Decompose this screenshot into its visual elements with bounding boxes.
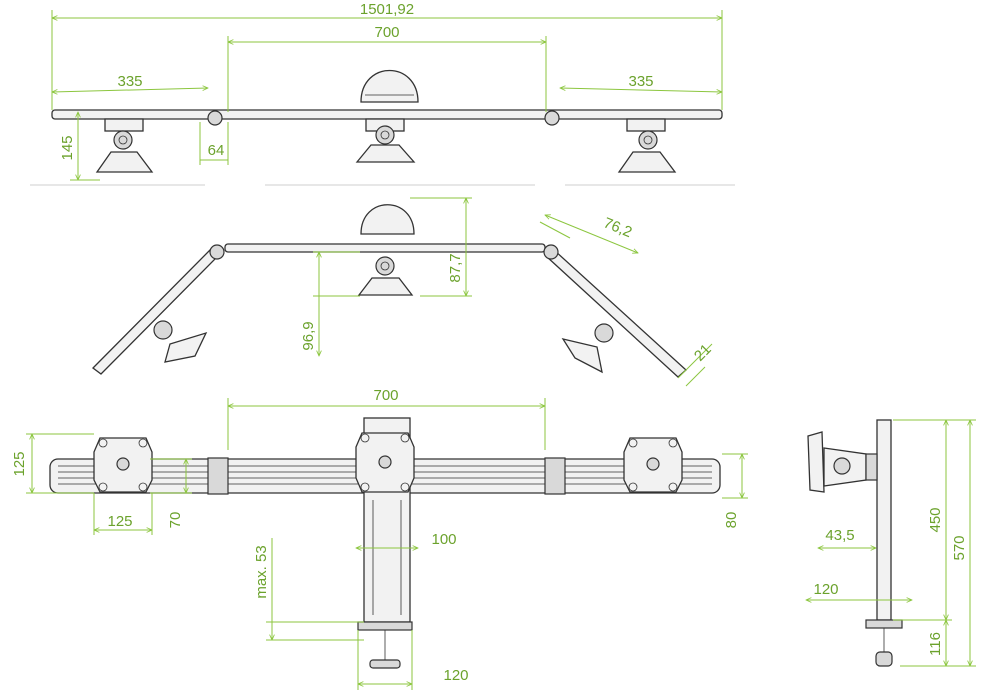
arm-left-angled [92, 249, 219, 375]
front-view: 700 125 125 70 80 100 max. 53 120 [11, 387, 748, 690]
vesa-plate-left [93, 437, 153, 493]
dim-side-total-height: 570 [951, 535, 968, 560]
dim-front-plate-height: 125 [11, 451, 28, 476]
dim-right-span: 335 [628, 73, 653, 90]
joint-right [544, 110, 560, 126]
dim-front-plate-width: 125 [107, 513, 132, 530]
dim-total-width: 1501,92 [360, 1, 414, 18]
dim-center-span: 700 [374, 24, 399, 41]
dim-front-clamp-max: max. 53 [253, 545, 270, 598]
joint-left [207, 110, 223, 126]
mount-head-right [617, 118, 677, 173]
dim-side-clamp-height: 116 [927, 632, 944, 656]
dim-front-clamp-width: 120 [443, 667, 468, 684]
dim-joint: 64 [208, 142, 225, 159]
vesa-plate-right [623, 437, 683, 493]
dim-front-bar-80: 80 [723, 512, 740, 529]
arm-right-angled [544, 249, 687, 378]
dim-top-height: 145 [59, 135, 76, 160]
mount-head-right-angled [561, 323, 614, 374]
crossbar-angled [224, 243, 546, 253]
vesa-plate-center [355, 432, 415, 493]
mount-head-center-angled [357, 256, 414, 296]
dim-angle-clamp-height: 96,9 [300, 321, 317, 350]
center-clamp-dome-angled [360, 204, 415, 235]
mount-head-center [355, 118, 416, 163]
angled-view: 76,2 87,7 96,9 21 [92, 198, 715, 387]
dim-front-pole-width: 100 [431, 531, 456, 548]
dim-front-bar-70: 70 [167, 512, 184, 529]
dim-side-offset: 43,5 [825, 527, 854, 544]
top-view: 1501,92 700 335 335 145 64 [30, 1, 735, 186]
clamp-knob-front [369, 659, 401, 669]
clamp-knob-side [875, 651, 893, 667]
dim-side-base: 120 [813, 581, 838, 598]
mount-head-left-angled [153, 320, 208, 363]
crossbar-top [51, 109, 723, 120]
dim-front-center-span: 700 [373, 387, 398, 404]
dim-angle-offset: 76,2 [601, 214, 634, 241]
dim-angle-drop: 87,7 [447, 253, 464, 282]
mount-head-side [807, 431, 878, 493]
side-view: 43,5 120 450 570 116 [806, 419, 976, 667]
mount-head-left [95, 118, 154, 173]
dim-side-pole-height: 450 [927, 507, 944, 532]
dim-left-span: 335 [117, 73, 142, 90]
pole-side [876, 419, 892, 621]
center-clamp-dome [360, 69, 419, 103]
